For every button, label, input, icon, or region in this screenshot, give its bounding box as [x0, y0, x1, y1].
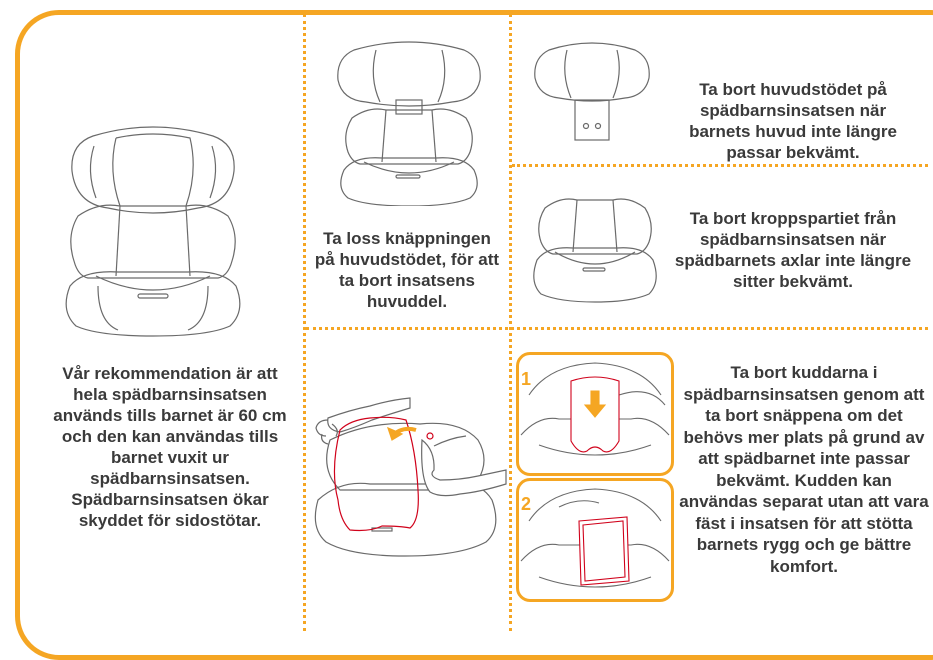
step2-badge: 2: [521, 494, 531, 515]
step1-illustration-box: [516, 352, 674, 476]
unbutton-text: Ta loss knäppningen på huvudstödet, för …: [312, 228, 502, 312]
divider-horizontal-middle: [306, 327, 928, 330]
remove-body-text: Ta bort kroppspartiet från spädbarnsinsa…: [668, 208, 918, 292]
divider-horizontal-top-right: [512, 164, 928, 167]
body-section-illustration: [531, 196, 659, 304]
remove-cushions-text: Ta bort kuddarna i spädbarnsinsatsen gen…: [678, 362, 930, 577]
step1-illustration: [519, 355, 671, 473]
divider-vertical-1: [303, 14, 306, 631]
remove-headrest-text: Ta bort huvudstödet på spädbarnsinsatsen…: [668, 79, 918, 163]
step2-illustration: [519, 481, 671, 599]
intro-text: Vår rekommendation är att hela spädbarns…: [50, 363, 290, 531]
step1-badge: 1: [521, 369, 531, 390]
headrest-illustration: [531, 40, 653, 144]
detach-cover-illustration: [310, 380, 510, 560]
unbutton-headrest-illustration: [334, 38, 484, 206]
step2-illustration-box: [516, 478, 674, 602]
full-infant-insert-illustration: [58, 126, 248, 338]
